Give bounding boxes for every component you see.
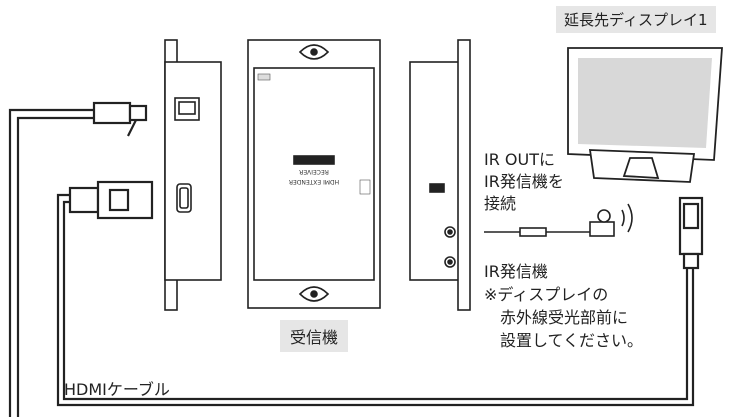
- ir-out-note-line-1: IR OUTに: [484, 150, 556, 169]
- ir-emitter-note-line-3: 赤外線受光部前に: [500, 308, 629, 327]
- ir-emitter-note-line-4: 設置してください。: [500, 331, 644, 350]
- receiver-front-view: [247, 39, 381, 309]
- display-label: 延長先ディスプレイ1: [556, 6, 716, 33]
- hdmi-cable: [56, 180, 704, 407]
- ir-emitter-note-line-1: IR発信機: [484, 262, 548, 281]
- receiver-side-view: [164, 39, 222, 311]
- ir-out-note-line-3: 接続: [484, 194, 517, 213]
- ir-emitter-note-line-2: ※ディスプレイの: [484, 285, 609, 304]
- receiver-right-side-view: [409, 39, 471, 311]
- ir-out-note-line-2: IR発信機を: [484, 172, 564, 191]
- display-monitor: [567, 47, 723, 183]
- lan-cable: [8, 101, 148, 417]
- ir-emitter-cable: [484, 203, 633, 237]
- front-printed-extender: HDMI EXTENDER: [289, 178, 339, 185]
- hdmi-cable-label: HDMIケーブル: [64, 380, 170, 399]
- front-printed-receiver: RECEIVER: [299, 168, 329, 175]
- receiver-label: 受信機: [280, 320, 349, 352]
